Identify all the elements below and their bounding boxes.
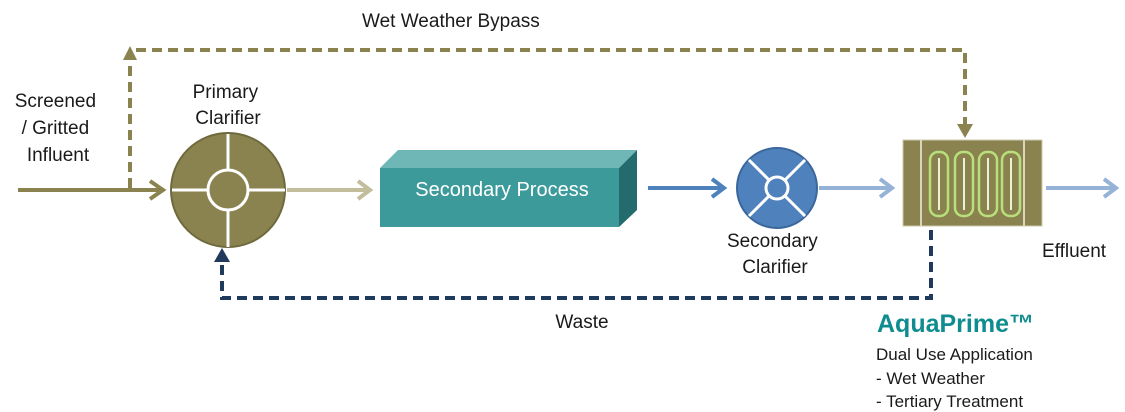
secondary-process-label: Secondary Process bbox=[415, 179, 588, 201]
secondary-clarifier bbox=[736, 147, 818, 229]
aquaprime-description: Dual Use Application bbox=[876, 345, 1033, 364]
primary-to-process-arrowhead bbox=[356, 179, 374, 201]
waste-arrowhead bbox=[214, 248, 230, 262]
clarifier-to-aquaprime-arrowhead bbox=[878, 177, 896, 199]
bypass-up-arrowhead bbox=[123, 46, 137, 60]
process-to-clarifier-arrowhead bbox=[710, 177, 728, 199]
bypass-down-arrowhead bbox=[957, 124, 973, 138]
secondary-process-box bbox=[380, 150, 637, 227]
aquaprime-use-tertiary: - Tertiary Treatment bbox=[876, 392, 1023, 411]
primary-clarifier bbox=[170, 132, 286, 248]
aquaprime-use-wet-weather: - Wet Weather bbox=[876, 369, 985, 388]
primary-clarifier-label: Primary Clarifier bbox=[193, 82, 264, 129]
bypass-label: Wet Weather Bypass bbox=[362, 11, 540, 32]
waste-label: Waste bbox=[555, 312, 608, 333]
secondary-clarifier-label: Secondary Clarifier bbox=[727, 231, 823, 278]
aquaprime-filter-unit bbox=[902, 139, 1043, 227]
waste-line bbox=[220, 230, 933, 300]
influent-label: Screened / Gritted Influent bbox=[15, 91, 102, 166]
effluent-arrowhead bbox=[1102, 177, 1120, 199]
influent-arrowhead bbox=[148, 179, 167, 201]
bypass-line bbox=[128, 48, 967, 188]
aquaprime-brand: AquaPrime™ bbox=[877, 310, 1034, 338]
effluent-label: Effluent bbox=[1042, 241, 1107, 262]
